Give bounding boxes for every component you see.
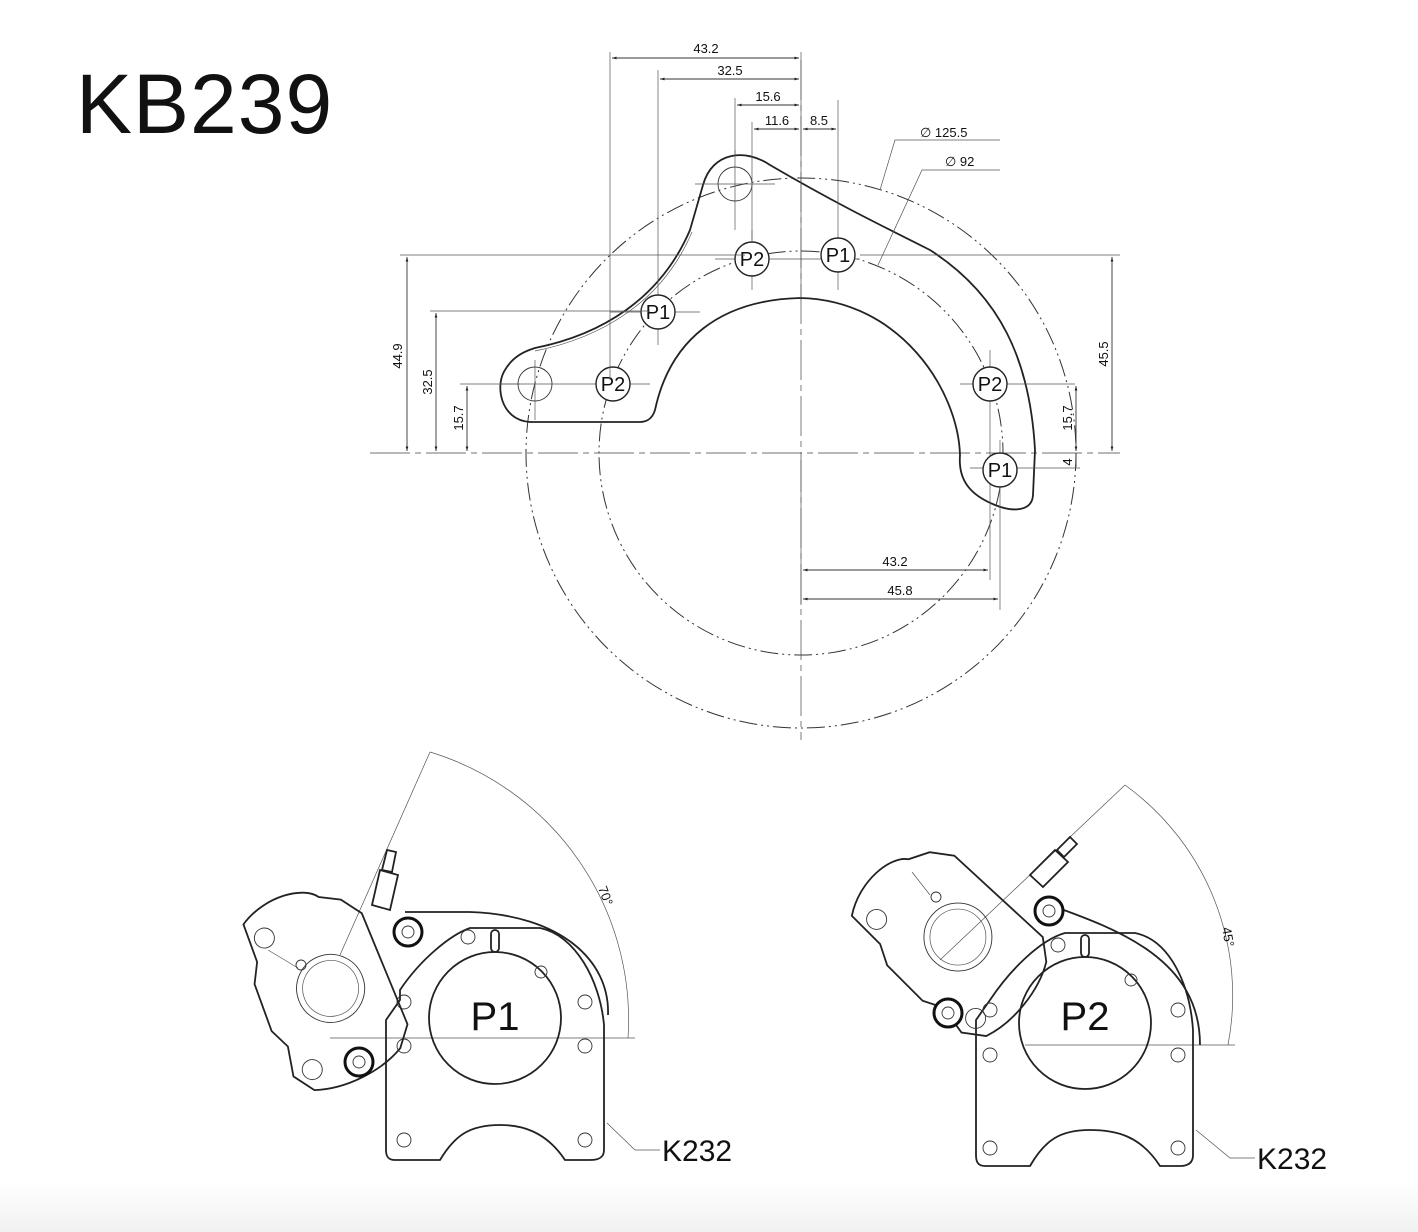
- svg-text:P1: P1: [826, 245, 850, 267]
- svg-text:P1: P1: [646, 302, 670, 324]
- svg-text:P2: P2: [978, 374, 1002, 396]
- svg-text:8.5: 8.5: [810, 113, 828, 128]
- bracket-top-view: P2 P1 P1 P2 P2 P1 43.2 32.5: [370, 41, 1120, 740]
- diameter-leaders: ∅ 125.5 ∅ 92: [877, 125, 1000, 266]
- hole-label-p2-a: P2: [734, 241, 770, 277]
- hole-label-p1-c: P1: [982, 452, 1018, 488]
- bottom-fade: [0, 1182, 1418, 1232]
- svg-text:43.2: 43.2: [882, 554, 907, 569]
- top-dimensions: 43.2 32.5 15.6 11.6 8.5: [609, 41, 836, 380]
- svg-text:45.8: 45.8: [887, 583, 912, 598]
- right-dimensions: 45.5 15.7 4: [860, 254, 1120, 467]
- bottom-dimensions: 43.2 45.8: [800, 460, 998, 605]
- svg-text:∅ 92: ∅ 92: [945, 154, 974, 169]
- position-label-p1: P1: [471, 995, 520, 1039]
- svg-text:15.7: 15.7: [1060, 405, 1075, 430]
- svg-text:70°: 70°: [595, 884, 616, 908]
- svg-text:15.7: 15.7: [451, 405, 466, 430]
- svg-text:P2: P2: [601, 374, 625, 396]
- svg-text:P2: P2: [740, 249, 764, 271]
- svg-text:4: 4: [1060, 458, 1075, 465]
- caliper-bolt: [343, 916, 424, 1078]
- bracket-outline: [499, 154, 1036, 511]
- drawing-title: KB239: [76, 57, 334, 151]
- svg-text:32.5: 32.5: [717, 63, 742, 78]
- hole-label-p1-a: P1: [820, 237, 856, 273]
- svg-text:43.2: 43.2: [693, 41, 718, 56]
- left-dimensions: 44.9 32.5 15.7: [390, 254, 745, 451]
- hole-label-p2-c: P2: [972, 366, 1008, 402]
- svg-text:∅ 125.5: ∅ 125.5: [920, 125, 967, 140]
- hole-label-p1-b: P1: [640, 294, 676, 330]
- hole-label-p2-b: P2: [595, 366, 631, 402]
- position-label-p2: P2: [1061, 995, 1110, 1039]
- svg-text:11.6: 11.6: [765, 113, 789, 128]
- svg-text:15.6: 15.6: [755, 89, 780, 104]
- svg-text:45.5: 45.5: [1096, 341, 1111, 366]
- assembly-view-p1: 70° P1: [242, 751, 732, 1168]
- svg-text:P1: P1: [988, 460, 1012, 482]
- svg-text:45°: 45°: [1219, 926, 1237, 948]
- caliper-bolt: [932, 895, 1065, 1029]
- part-label-k232-a: K232: [662, 1135, 732, 1168]
- svg-text:32.5: 32.5: [420, 369, 435, 394]
- assembly-view-p2: 45° P2 K232: [850, 784, 1327, 1176]
- svg-text:44.9: 44.9: [390, 343, 405, 368]
- part-label-k232-b: K232: [1257, 1143, 1327, 1176]
